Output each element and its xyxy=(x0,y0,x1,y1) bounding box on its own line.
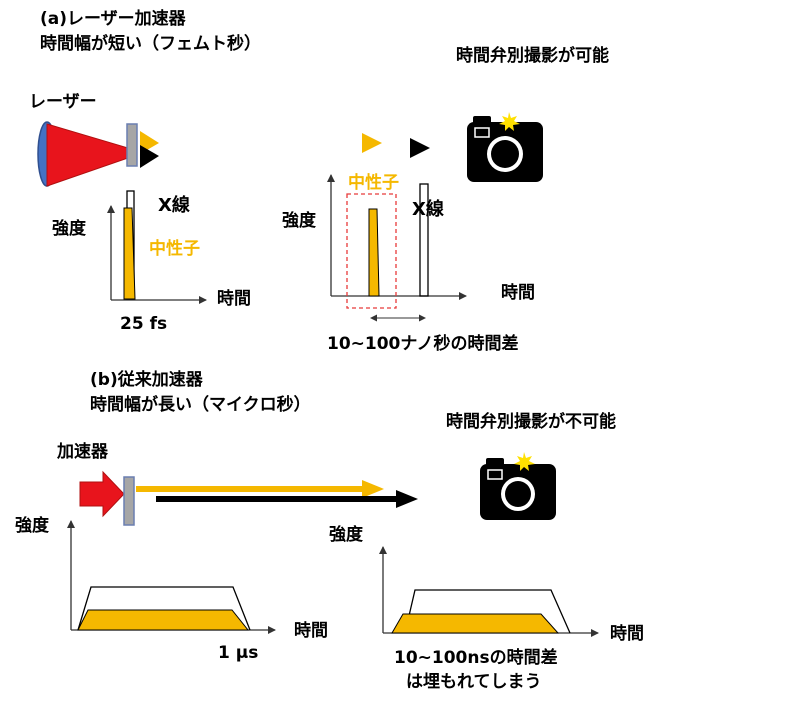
laser-label: レーザー xyxy=(29,92,97,112)
plot-a-left-y-label: 強度 xyxy=(52,219,86,239)
xray-pulse xyxy=(419,183,429,297)
neutron-window-box xyxy=(346,193,397,309)
neutron-beam xyxy=(136,486,364,492)
plot-a-right-neutron-label: 中性子 xyxy=(348,173,399,193)
plot-b-left xyxy=(67,520,276,634)
plot-b-right-x-label: 時間 xyxy=(610,624,644,644)
accelerator-source xyxy=(79,470,418,526)
plot-b-left-y-label: 強度 xyxy=(15,516,49,536)
plot-b-right-caption-line2: は埋もれてしまう xyxy=(406,672,542,692)
xray-pulse xyxy=(77,586,251,631)
camera-icon xyxy=(467,112,543,182)
plot-a-right-delay-label: 10~100ナノ秒の時間差 xyxy=(327,334,519,354)
plot-a-right xyxy=(327,174,467,322)
plot-a-left-width-label: 25 fs xyxy=(120,314,168,334)
target-plate xyxy=(126,123,138,167)
plot-a-left xyxy=(107,190,207,304)
neutron-pulse xyxy=(123,207,136,300)
accelerator-label: 加速器 xyxy=(57,442,108,462)
plot-b-left-width-label: 1 μs xyxy=(218,643,259,663)
xray-arrow xyxy=(410,138,430,158)
plot-a-left-x-label: 時間 xyxy=(217,289,251,309)
laser-beam xyxy=(46,123,129,187)
plot-a-right-x-label: 時間 xyxy=(501,283,535,303)
section-a-heading-line1: (a)レーザー加速器 xyxy=(40,9,186,29)
xray-pulse-arrow xyxy=(140,145,159,168)
plot-a-left-neutron-label: 中性子 xyxy=(149,239,200,259)
laser-source xyxy=(37,121,159,187)
neutron-pulse xyxy=(77,609,250,631)
section-b-heading-line2: 時間幅が長い（マイクロ秒） xyxy=(90,395,311,415)
neutron-beam-head xyxy=(362,480,384,498)
xray-beam xyxy=(156,496,398,502)
neutron-arrow xyxy=(362,133,382,153)
camera-icon xyxy=(480,452,556,520)
flash-icon xyxy=(499,112,520,131)
plot-b-right-y-label: 強度 xyxy=(329,525,363,545)
neutron-pulse xyxy=(368,208,380,297)
xray-pulse xyxy=(404,589,571,634)
flash-icon xyxy=(514,452,535,471)
accelerator-arrow xyxy=(79,470,125,518)
plot-a-right-xray-label: X線 xyxy=(412,199,444,220)
plot-b-right-caption-line1: 10~100nsの時間差 xyxy=(394,648,558,668)
xray-beam-head xyxy=(396,490,418,508)
plot-a-left-xray-label: X線 xyxy=(158,195,190,216)
section-a-capability-title: 時間弁別撮影が可能 xyxy=(456,46,609,66)
plot-b-right xyxy=(379,546,599,637)
section-b-heading-line1: (b)従来加速器 xyxy=(90,370,203,390)
plot-a-right-y-label: 強度 xyxy=(282,211,316,231)
plot-b-left-x-label: 時間 xyxy=(294,621,328,641)
target-plate xyxy=(123,476,135,526)
section-a-heading-line2: 時間幅が短い（フェムト秒） xyxy=(40,34,261,54)
neutron-pulse xyxy=(391,613,560,634)
section-b-capability-title: 時間弁別撮影が不可能 xyxy=(446,412,616,432)
